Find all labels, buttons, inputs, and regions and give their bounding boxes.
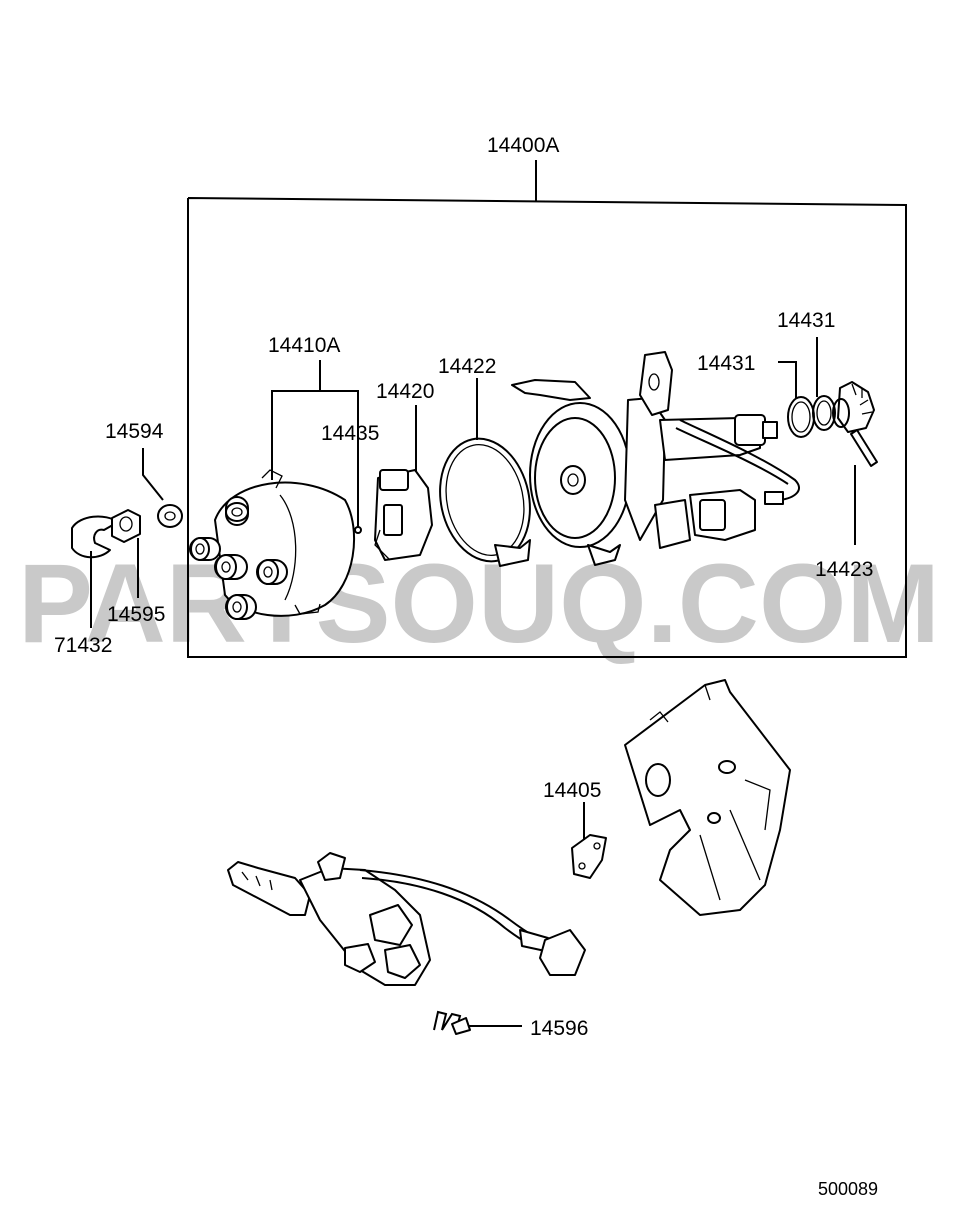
- label-14405[interactable]: 14405: [543, 779, 601, 802]
- drive-gear-14423-drawing: [832, 381, 878, 467]
- rings-14431-drawing: [787, 395, 836, 438]
- distributor-housing-drawing: [511, 351, 800, 566]
- leader-14431-a: [778, 361, 797, 398]
- assembly-box: [187, 160, 907, 658]
- bracket-14405-drawing: [571, 834, 607, 879]
- clip-14596-drawing: [433, 1010, 471, 1035]
- label-14420[interactable]: 14420: [376, 380, 434, 403]
- label-14422[interactable]: 14422: [438, 355, 496, 378]
- clamp-71432-drawing: [71, 515, 119, 559]
- distributor-overview-drawing: [227, 852, 586, 986]
- label-14423[interactable]: 14423: [815, 558, 873, 581]
- watermark-text: PARTSOUQ.COM: [18, 541, 940, 666]
- figure-code: 500089: [818, 1179, 878, 1199]
- label-14431-a[interactable]: 14431: [697, 352, 755, 375]
- label-14594[interactable]: 14594: [105, 420, 164, 443]
- label-14431-b[interactable]: 14431: [777, 309, 835, 332]
- label-14410A[interactable]: 14410A: [268, 334, 340, 357]
- washer-14594-drawing: [157, 504, 183, 528]
- label-14400A[interactable]: 14400A: [487, 134, 559, 157]
- leader-14594: [142, 448, 164, 501]
- leader-14410A: [271, 390, 359, 528]
- cylinder-head-drawing: [624, 679, 791, 916]
- o-ring-14422-drawing: [439, 437, 531, 567]
- label-14595[interactable]: 14595: [107, 603, 165, 626]
- label-14596[interactable]: 14596: [530, 1017, 588, 1040]
- label-14435[interactable]: 14435: [321, 422, 379, 445]
- nut-14595-drawing: [111, 509, 141, 543]
- label-71432[interactable]: 71432: [54, 634, 112, 657]
- connector-14420-drawing: [374, 469, 433, 561]
- distributor-cap-drawing: [189, 469, 362, 620]
